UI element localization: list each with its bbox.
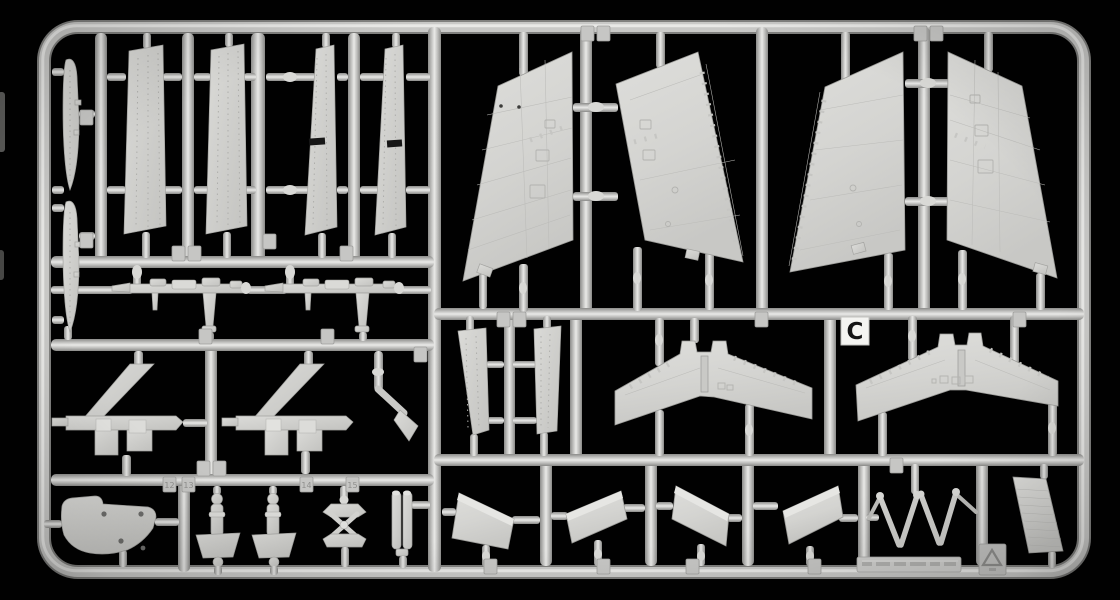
recycling-tag xyxy=(978,543,1007,576)
sprue-letter: C xyxy=(847,319,864,345)
part-number-tag-14: 14 xyxy=(299,476,314,493)
sprue-letter-tab: C xyxy=(840,316,870,346)
part-number-tag-15: 15 xyxy=(345,476,360,493)
part-number-label: 12 xyxy=(164,481,174,490)
edge-artifact xyxy=(0,250,4,280)
part-number-tag-13: 13 xyxy=(181,476,196,493)
edge-artifact xyxy=(0,92,5,152)
part-number-label: 14 xyxy=(301,481,311,490)
part-number-label: 15 xyxy=(347,481,357,490)
part-number-label: 13 xyxy=(183,481,193,490)
part-number-tag-12: 12 xyxy=(162,476,177,493)
embossed-text-plate xyxy=(856,556,962,573)
